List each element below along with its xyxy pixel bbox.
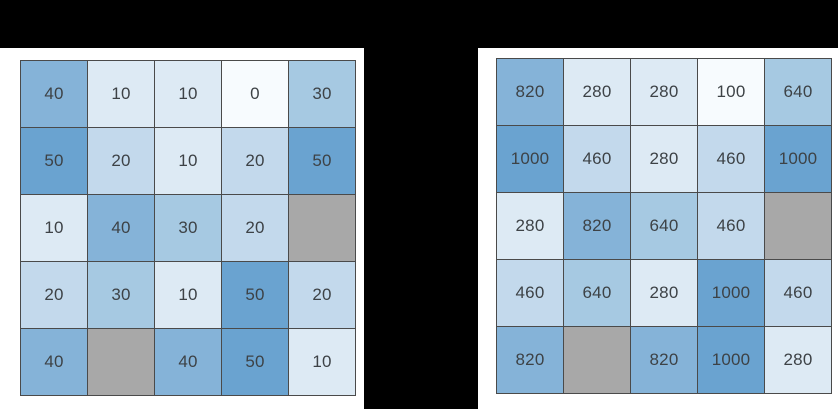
- heatmap-cell: 820: [564, 193, 630, 259]
- heatmap-cell: 280: [631, 260, 697, 326]
- heatmap-cell: 50: [222, 329, 288, 395]
- heatmap-cell: 30: [155, 195, 221, 261]
- heatmap-cell: 280: [497, 193, 563, 259]
- heatmap-cell: 50: [289, 128, 355, 194]
- heatmap-cell: 10: [155, 128, 221, 194]
- heatmap-cell: 30: [88, 262, 154, 328]
- heatmap-cell: 20: [222, 128, 288, 194]
- heatmap-cell: 0: [222, 61, 288, 127]
- heatmap-cell-masked: [289, 195, 355, 261]
- heatmap-cell: 100: [698, 59, 764, 125]
- heatmap-cell: 1000: [698, 327, 764, 393]
- heatmap-cell-masked: [765, 193, 831, 259]
- heatmap-cell: 40: [21, 329, 87, 395]
- heatmap-cell: 460: [765, 260, 831, 326]
- heatmap-cell: 20: [88, 128, 154, 194]
- heatmap-cell: 50: [21, 128, 87, 194]
- heatmap-cell: 640: [564, 260, 630, 326]
- heatmap-cell: 50: [222, 262, 288, 328]
- heatmap-cell: 40: [155, 329, 221, 395]
- heatmap-cell: 820: [497, 59, 563, 125]
- heatmap-cell: 20: [21, 262, 87, 328]
- heatmap-cell: 820: [497, 327, 563, 393]
- heatmap-cell: 460: [698, 193, 764, 259]
- heatmap-cell: 20: [289, 262, 355, 328]
- heatmap-cell: 820: [631, 327, 697, 393]
- heatmap-cell: 640: [631, 193, 697, 259]
- heatmap-cell: 1000: [698, 260, 764, 326]
- heatmap-cell: 640: [765, 59, 831, 125]
- heatmap-cell: 280: [631, 59, 697, 125]
- heatmap-cell: 280: [564, 59, 630, 125]
- heatmap-cell: 460: [698, 126, 764, 192]
- heatmap-cell: 460: [564, 126, 630, 192]
- heatmap-cell: 280: [765, 327, 831, 393]
- heatmap-cell: 40: [88, 195, 154, 261]
- heatmap-cell: 20: [222, 195, 288, 261]
- heatmap-cell: 460: [497, 260, 563, 326]
- heatmap-cell: 30: [289, 61, 355, 127]
- heatmap-cell: 40: [21, 61, 87, 127]
- heatmap-cell-masked: [88, 329, 154, 395]
- heatmap-cell: 1000: [497, 126, 563, 192]
- heatmap-cell-masked: [564, 327, 630, 393]
- heatmap-cell: 10: [289, 329, 355, 395]
- heatmap-cell: 10: [155, 262, 221, 328]
- heatmap-cell: 10: [155, 61, 221, 127]
- heatmap-cell: 10: [88, 61, 154, 127]
- heatmap-cell: 10: [21, 195, 87, 261]
- heatmap-cell: 280: [631, 126, 697, 192]
- heatmap-cell: 1000: [765, 126, 831, 192]
